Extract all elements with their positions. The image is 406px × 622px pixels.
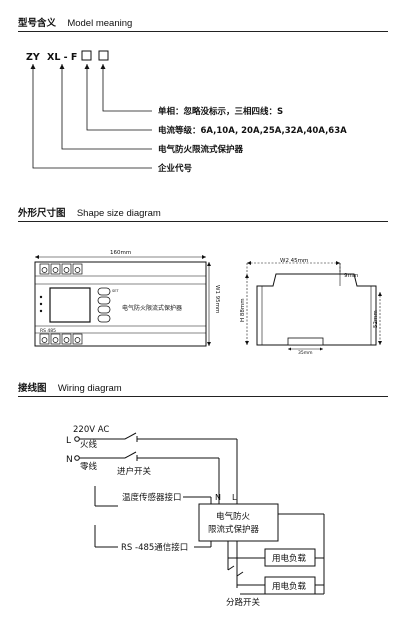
- wiring-terminal-N: N: [215, 493, 221, 502]
- section-divider: [18, 396, 388, 397]
- model-code-diagram: ZY XL - F 单相：忽略没标示，三相四线：S 电流等级：6A,10A, 2…: [26, 50, 347, 174]
- shape-size-title-cn: 外形尺寸图: [18, 208, 66, 219]
- shape-size-title-en: Shape size diagram: [76, 208, 161, 219]
- main-switch-N: [124, 451, 137, 459]
- model-item-product: 电气防火限流式保护器: [158, 144, 244, 155]
- front-indicator-icons: [39, 295, 43, 313]
- wiring-branch-switch: 分路开关: [226, 597, 261, 608]
- front-height-label: W1 95mm: [214, 285, 220, 313]
- model-item-company: 企业代号: [157, 163, 193, 174]
- wiring-main-switch: 进户开关: [117, 466, 152, 477]
- front-rs485-label: RS 485: [40, 328, 56, 334]
- side-right-label: 52mm: [373, 310, 379, 328]
- front-set-label: SET: [112, 289, 119, 293]
- wiring-title-en: Wiring diagram: [57, 383, 122, 394]
- side-din-clip: [287, 337, 324, 346]
- front-device-name: 电气防火限流式保护器: [122, 304, 182, 312]
- wiring-title-cn: 接线图: [18, 383, 47, 394]
- front-display: [49, 287, 91, 323]
- model-meaning-title-cn: 型号含义: [18, 18, 57, 29]
- front-width-label: 160mm: [110, 250, 131, 256]
- model-meaning-title: 型号含义 Model meaning: [18, 15, 132, 29]
- model-item-phase: 单相：忽略没标示，三相四线：S: [158, 106, 283, 117]
- wiring-rs485: RS -485通信接口: [121, 542, 188, 553]
- wiring-N-label: N: [66, 455, 73, 465]
- front-buttons: [97, 287, 111, 323]
- leader-phase: [102, 64, 152, 112]
- side-bottom-label: 35mm: [298, 350, 313, 356]
- leader-product: [61, 64, 152, 150]
- wiring-device-line1: 电气防火: [216, 511, 251, 522]
- wiring-device-box: [198, 503, 279, 542]
- code-xlf: XL - F: [47, 52, 77, 63]
- wiring-L-label: L: [66, 436, 71, 446]
- front-view: 160mm RS 485 SET: [34, 250, 220, 347]
- wiring-terminal-L: L: [232, 493, 237, 502]
- code-phase-box: [98, 50, 109, 61]
- wiring-load-2: 用电负载: [272, 581, 307, 592]
- model-meaning-title-en: Model meaning: [67, 18, 133, 29]
- wiring-load-1: 用电负载: [272, 553, 307, 564]
- model-item-current: 电流等级：6A,10A, 20A,25A,32A,40A,63A: [158, 125, 347, 136]
- section-divider: [18, 31, 388, 32]
- side-h-label: H 88mm: [240, 298, 246, 322]
- wiring-title: 接线图 Wiring diagram: [18, 380, 122, 394]
- code-zy: ZY: [26, 52, 40, 63]
- wiring-neutral: 零线: [80, 461, 98, 472]
- shape-size-title: 外形尺寸图 Shape size diagram: [18, 205, 161, 219]
- leader-company: [32, 64, 152, 169]
- code-current-box: [81, 50, 92, 61]
- wiring-live: 火线: [80, 439, 98, 450]
- wiring-temp-sensor: 温度传感器接口: [122, 492, 182, 503]
- leader-current: [86, 64, 152, 131]
- wiring-device-line2: 限流式保护器: [208, 524, 260, 535]
- side-top-label: 9mm: [344, 273, 358, 279]
- side-w2-label: W2 45mm: [280, 258, 308, 264]
- wiring-voltage: 220V AC: [73, 425, 109, 435]
- main-switch-L: [124, 432, 137, 440]
- side-view: W2 45mm 9mm H 88mm 52mm 35mm: [240, 258, 382, 356]
- section-divider: [18, 221, 388, 222]
